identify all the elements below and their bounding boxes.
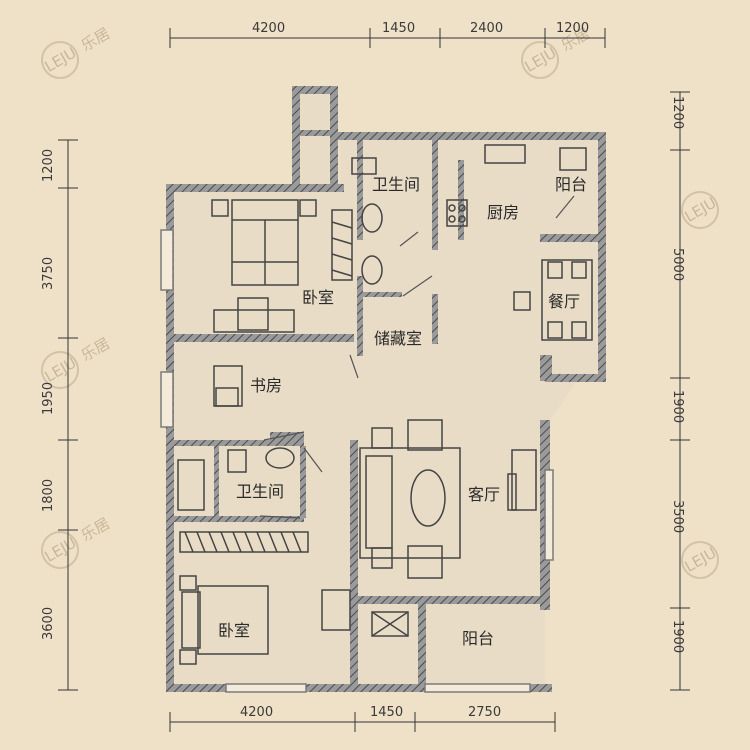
kitchen-sink — [484, 144, 526, 164]
dim-right-1: 1200 — [670, 96, 685, 129]
label-balcony-bottom: 阳台 — [462, 629, 494, 648]
dim-top-4: 1200 — [556, 21, 589, 36]
room-labels: 卫生间 厨房 阳台 卧室 餐厅 储藏室 书房 卫生间 客厅 卧室 阳台 — [218, 175, 587, 648]
dim-right-5: 1900 — [670, 620, 685, 653]
toilet-top — [351, 157, 377, 175]
living-rug — [359, 447, 461, 559]
dim-bottom-1: 4200 — [240, 705, 273, 720]
dim-right-2: 5000 — [670, 248, 685, 281]
label-kitchen: 厨房 — [487, 203, 519, 222]
watermark-brand-text: 乐居 — [78, 514, 113, 545]
watermark-brand-text: 乐居 — [78, 334, 113, 365]
dim-bottom-2: 1450 — [370, 705, 403, 720]
windows — [160, 229, 554, 693]
wardrobe-bottom — [179, 531, 309, 553]
label-balcony-top: 阳台 — [555, 175, 587, 194]
label-living: 客厅 — [468, 485, 500, 504]
coffee-table — [410, 469, 446, 527]
dim-right-3: 1900 — [670, 390, 685, 423]
toilet-mid — [227, 449, 247, 473]
label-bedroom-bottom: 卧室 — [218, 621, 250, 640]
dim-left-4: 1800 — [41, 479, 56, 512]
label-bedroom-main: 卧室 — [302, 288, 334, 307]
tv-cabinet — [511, 449, 537, 511]
furniture — [177, 144, 593, 665]
doors — [259, 195, 575, 519]
dim-top-1: 4200 — [252, 21, 285, 36]
kitchen-stove — [446, 199, 468, 227]
bed-bottom — [197, 585, 269, 655]
bathtub — [177, 459, 205, 511]
label-bathroom-top: 卫生间 — [372, 175, 420, 194]
dimension-left — [58, 139, 78, 691]
label-study: 书房 — [250, 376, 282, 395]
dim-left-5: 3600 — [41, 607, 56, 640]
washer — [559, 147, 587, 171]
dim-left-1: 1200 — [41, 149, 56, 182]
watermark-brand-text: 乐居 — [78, 24, 113, 55]
dining-table — [541, 259, 593, 341]
label-bathroom-mid: 卫生间 — [236, 482, 284, 501]
dimension-top — [169, 28, 606, 48]
dimension-right — [670, 91, 690, 691]
label-storage: 储藏室 — [374, 329, 422, 348]
dimension-bottom — [169, 712, 556, 732]
dim-bottom-3: 2750 — [468, 705, 501, 720]
wardrobe-main — [331, 209, 353, 281]
label-dining: 餐厅 — [548, 292, 580, 311]
dim-top-2: 1450 — [382, 21, 415, 36]
dim-right-4: 3500 — [670, 500, 685, 533]
dim-top-3: 2400 — [470, 21, 503, 36]
dim-left-3: 1950 — [41, 382, 56, 415]
dim-left-2: 3750 — [41, 257, 56, 290]
